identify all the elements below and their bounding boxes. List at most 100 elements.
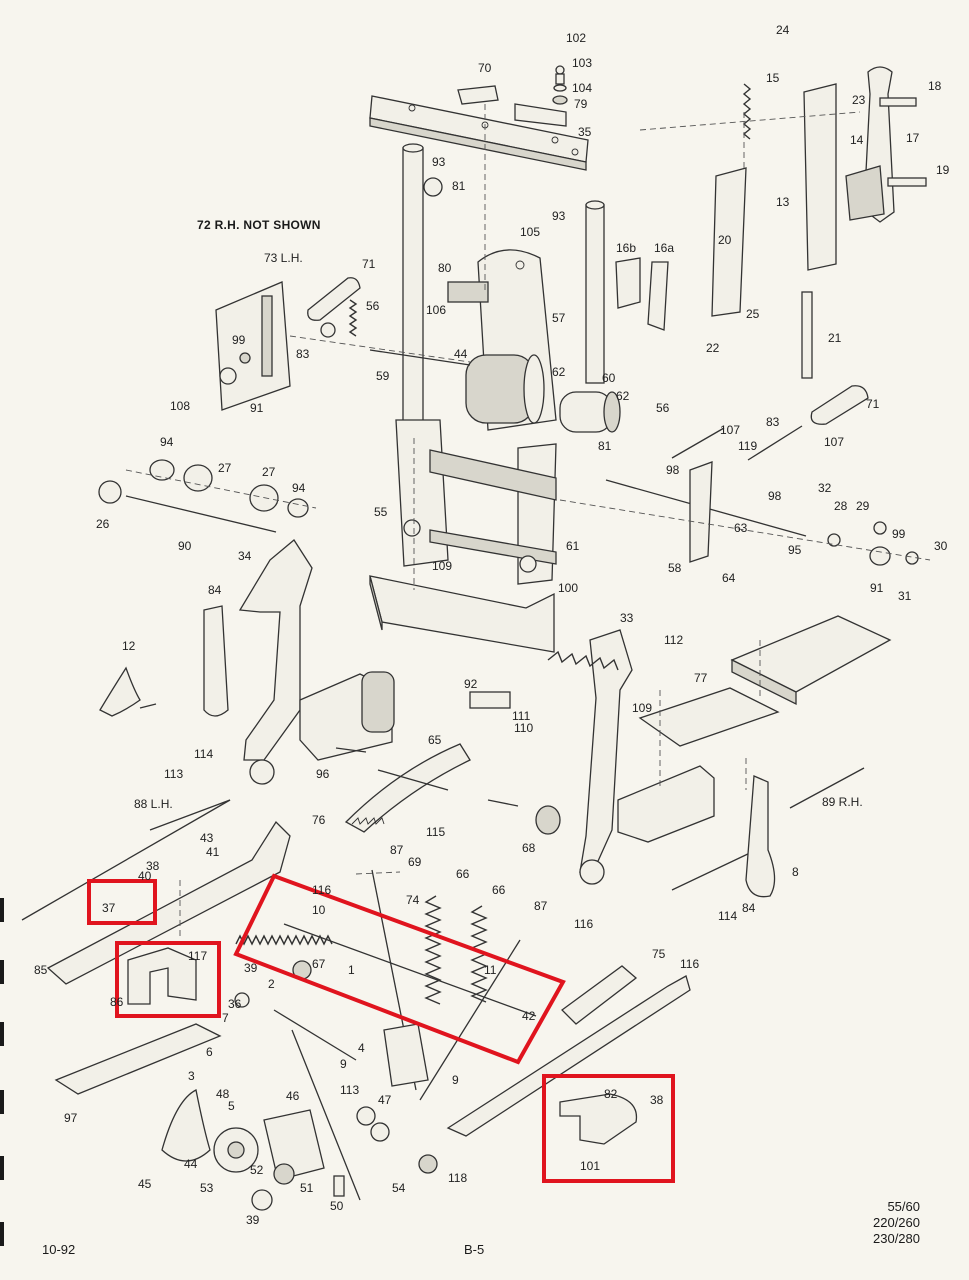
tube-assembly-part xyxy=(711,66,927,379)
part-number-label: 74 xyxy=(406,893,420,907)
part-number-label: 29 xyxy=(856,499,870,513)
part-number-label: 99 xyxy=(892,527,906,541)
margin-mark xyxy=(0,1222,4,1246)
handle-knob-part xyxy=(307,277,361,338)
bracket-plate-part xyxy=(457,85,567,127)
part-number-label: 81 xyxy=(452,179,466,193)
part-number-label: 31 xyxy=(898,589,912,603)
part-number-label: 2 xyxy=(268,977,275,991)
side-plate-part xyxy=(447,249,621,433)
part-number-label: 114 xyxy=(194,747,213,761)
pin-96-part xyxy=(335,747,367,753)
part-number-label: 68 xyxy=(522,841,536,855)
part-number-label: 26 xyxy=(96,517,110,531)
part-number-label: 91 xyxy=(250,401,264,415)
part-number-label: 4 xyxy=(358,1041,365,1055)
part-number-label: 93 xyxy=(552,209,566,223)
part-number-label: 84 xyxy=(742,901,756,915)
part-number-label: 20 xyxy=(718,233,732,247)
part-number-label: 55 xyxy=(374,505,388,519)
wing-knob-part xyxy=(99,666,157,717)
channel-bracket-part xyxy=(369,575,555,653)
part-number-label: 30 xyxy=(934,539,948,553)
part-number-label: 41 xyxy=(206,845,220,859)
part-number-label: 89 R.H. xyxy=(822,795,863,809)
footer-model: 230/280 xyxy=(873,1231,920,1246)
highlight-box-part-37 xyxy=(87,879,157,925)
part-number-label: 1 xyxy=(348,963,355,977)
part-number-label: 8 xyxy=(792,865,799,879)
footer-model: 55/60 xyxy=(887,1199,920,1214)
part-number-label: 106 xyxy=(426,303,446,317)
part-number-label: 94 xyxy=(160,435,174,449)
main-frame-part xyxy=(395,419,557,585)
right-handle-part xyxy=(810,385,869,425)
part-number-label: 101 xyxy=(580,1159,600,1173)
part-number-label: 110 xyxy=(514,721,533,735)
crossbar-part xyxy=(369,95,589,171)
screw-stack-part xyxy=(552,65,568,105)
part-number-label: 66 xyxy=(492,883,506,897)
part-number-label: 66 xyxy=(456,867,470,881)
pin-part xyxy=(369,349,471,366)
part-number-label: 5 xyxy=(228,1099,235,1113)
tube-89-part xyxy=(789,767,865,809)
part-number-label: 99 xyxy=(232,333,246,347)
vertical-rod-right xyxy=(585,200,605,384)
part-number-label: 94 xyxy=(292,481,306,495)
part-number-label: 46 xyxy=(286,1089,300,1103)
part-number-label: 34 xyxy=(238,549,252,563)
bushing-part xyxy=(423,177,443,197)
small-bracket-part xyxy=(615,257,669,331)
part-number-label: 91 xyxy=(870,581,884,595)
footer-model-list: 55/60 220/260 230/280 xyxy=(830,1199,920,1247)
tube-roll-part xyxy=(377,769,449,791)
part-number-label: 38 xyxy=(146,859,160,873)
part-number-label: 69 xyxy=(408,855,422,869)
part-number-label: 39 xyxy=(244,961,258,975)
part-number-label: 61 xyxy=(566,539,580,553)
part-number-label: 79 xyxy=(574,97,588,111)
lower-hardware-part xyxy=(161,960,438,1211)
part-number-label: 16b xyxy=(616,241,636,255)
part-number-label: 54 xyxy=(392,1181,406,1195)
part-number-label: 116 xyxy=(312,883,331,897)
part-number-label: 119 xyxy=(738,439,757,453)
bottom-plate-part xyxy=(54,1023,222,1095)
part-number-label: 67 xyxy=(312,957,326,971)
part-number-label: 90 xyxy=(178,539,192,553)
margin-mark xyxy=(0,1090,4,1114)
part-number-label: 100 xyxy=(558,581,578,595)
part-number-label: 102 xyxy=(566,31,586,45)
spring-part xyxy=(348,299,358,337)
spring-rod-assembly xyxy=(469,650,619,709)
part-number-label: 118 xyxy=(448,1171,467,1185)
lower-right-tube-part xyxy=(671,851,753,891)
part-number-label: 65 xyxy=(428,733,442,747)
part-number-label: 70 xyxy=(478,61,492,75)
part-number-label: 116 xyxy=(680,957,699,971)
mid-block-part xyxy=(617,765,715,843)
part-number-label: 87 xyxy=(534,899,548,913)
part-number-label: 43 xyxy=(200,831,214,845)
part-number-label: 53 xyxy=(200,1181,214,1195)
mount-plate-part xyxy=(638,687,780,747)
part-number-label: 27 xyxy=(262,465,276,479)
highlight-box-part-117-39 xyxy=(115,941,221,1018)
part-number-label: 105 xyxy=(520,225,540,239)
u-bracket-right-part xyxy=(559,1093,638,1145)
part-number-label: 12 xyxy=(122,639,136,653)
short-pin-part xyxy=(487,799,519,807)
part-number-label: 42 xyxy=(522,1009,536,1023)
right-rail-part xyxy=(446,975,691,1137)
part-number-label: 58 xyxy=(668,561,682,575)
part-number-label: 47 xyxy=(378,1093,392,1107)
coil-spring-left xyxy=(424,895,442,1005)
part-number-label: 9 xyxy=(452,1073,459,1087)
part-number-label: 38 xyxy=(650,1093,664,1107)
part-number-label: 52 xyxy=(250,1163,264,1177)
part-number-label: 56 xyxy=(656,401,670,415)
part-number-label: 107 xyxy=(824,435,844,449)
